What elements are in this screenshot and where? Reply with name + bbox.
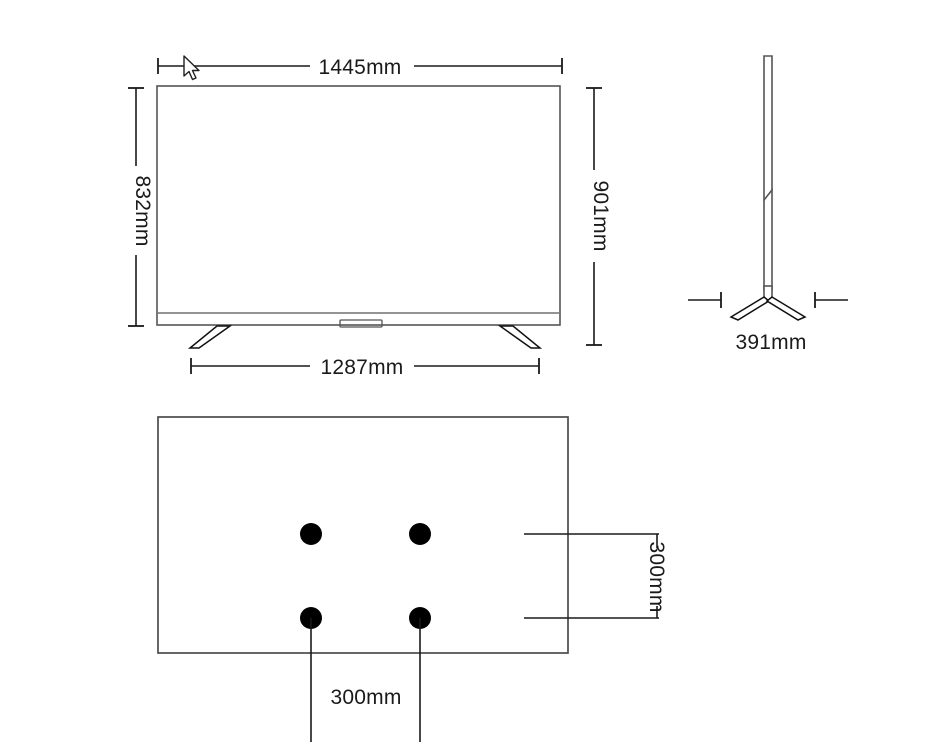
dimension-height-panel: 901mm xyxy=(586,87,612,346)
rear-vesa-view: 300mm 300mm xyxy=(157,416,668,742)
dimension-label-stand-depth: 391mm xyxy=(735,331,806,354)
dimension-label-width-overall: 1445mm xyxy=(319,56,402,79)
front-view: 1445mm 832mm 901mm xyxy=(128,56,612,379)
tv-stand-leg-right xyxy=(497,325,543,349)
tv-side-stand-right-foot xyxy=(765,296,807,321)
vesa-hole-top-left xyxy=(300,523,322,545)
tv-center-badge xyxy=(339,319,383,328)
dimension-height-with-stand: 832mm xyxy=(128,87,154,327)
dimension-label-height-panel: 901mm xyxy=(589,180,612,251)
tv-stand-leg-left xyxy=(187,325,233,349)
tv-side-panel-lower xyxy=(763,187,773,291)
dimension-vesa-horizontal: 300mm xyxy=(310,618,421,742)
dimension-label-vesa-horizontal: 300mm xyxy=(330,686,401,709)
dimension-label-height-with-stand: 832mm xyxy=(131,175,154,246)
tv-side-stand-left-foot xyxy=(729,296,771,321)
dimension-label-stand-width: 1287mm xyxy=(321,356,404,379)
vesa-hole-top-right xyxy=(409,523,431,545)
dimension-width-overall: 1445mm xyxy=(157,56,563,79)
side-view: 391mm xyxy=(688,55,848,354)
tv-side-panel-upper xyxy=(763,55,773,201)
dimension-label-vesa-vertical: 300mm xyxy=(645,541,668,612)
dimension-stand-depth: 391mm xyxy=(688,292,848,354)
dimension-vesa-vertical: 300mm xyxy=(524,533,668,619)
tv-rear-panel xyxy=(157,416,569,654)
tv-front-panel xyxy=(156,85,561,326)
dimension-stand-width: 1287mm xyxy=(190,356,540,379)
